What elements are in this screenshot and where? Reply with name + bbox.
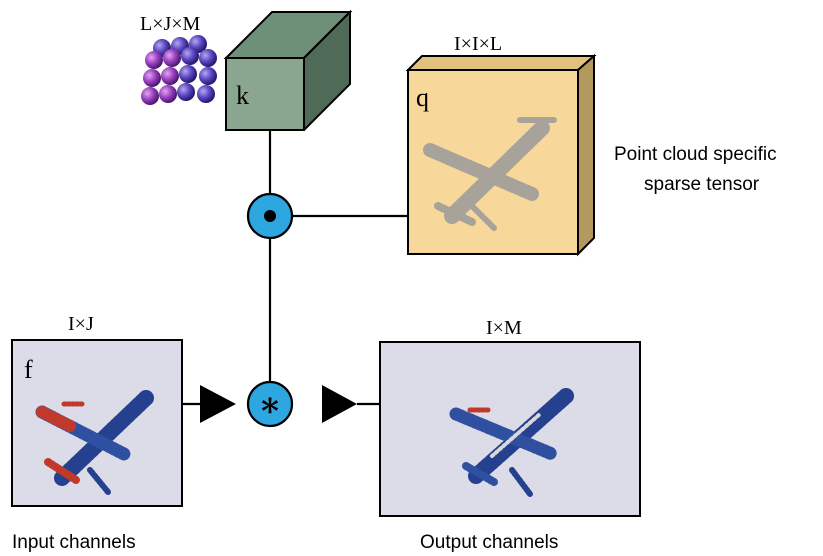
tensor-q-caption-line1: Point cloud specific	[614, 144, 777, 165]
tensor-q-side-face	[577, 53, 595, 257]
tensor-q-dims-label: I×I×L	[454, 33, 502, 55]
connection-lines	[182, 130, 408, 406]
tensor-k-dims-label: L×J×M	[140, 13, 201, 35]
convolution-symbol: ∗	[258, 387, 282, 424]
tensor-q-caption-line2: sparse tensor	[644, 174, 760, 195]
odot-center-dot	[264, 210, 276, 222]
tensor-k-box	[223, 9, 353, 131]
arrow-head-output	[322, 385, 357, 423]
hadamard-product-operator	[246, 192, 294, 240]
tensor-q-letter: q	[416, 83, 429, 112]
output-dims-label: I×M	[486, 317, 522, 339]
tensor-q-top-face	[405, 55, 597, 71]
arrow-head-input	[200, 385, 236, 423]
input-dims-label: I×J	[68, 313, 94, 335]
airplane-output-colored-point-cloud-image	[449, 388, 574, 497]
airplane-input-colored-point-cloud-image	[35, 390, 154, 495]
airplane-gray-point-cloud-image	[423, 117, 559, 231]
kernel-ball-cluster-icon	[141, 35, 217, 105]
input-letter: f	[24, 355, 33, 384]
output-feature-panel	[379, 341, 641, 517]
input-caption: Input channels	[12, 532, 136, 553]
convolution-operator: ∗	[246, 380, 294, 428]
tensor-k-letter: k	[236, 81, 249, 110]
output-caption: Output channels	[420, 532, 558, 553]
